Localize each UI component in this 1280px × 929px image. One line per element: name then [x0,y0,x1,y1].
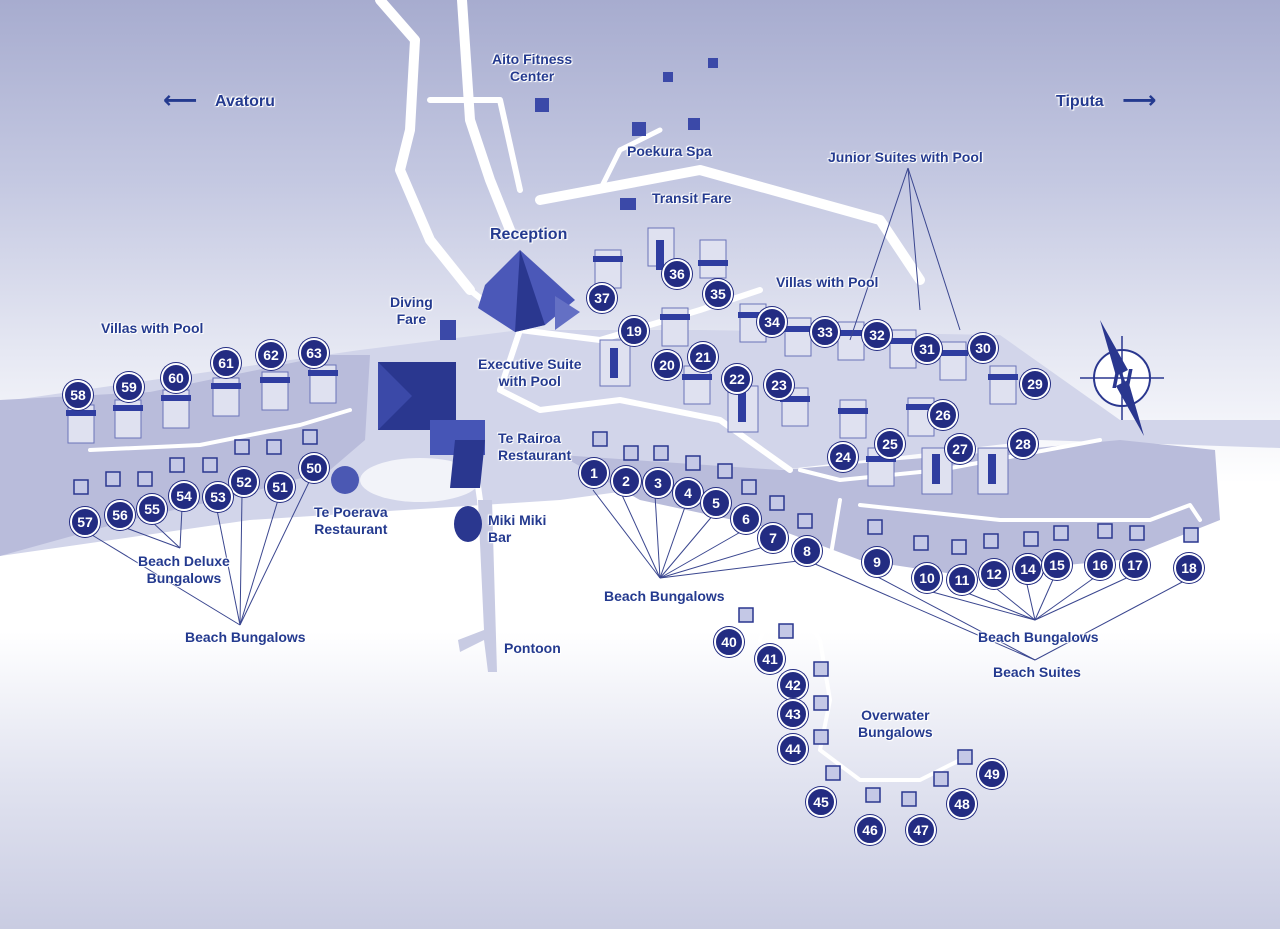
unit-marker-15: 15 [1042,550,1072,580]
compass-icon: N [1080,320,1164,436]
unit-marker-29: 29 [1020,369,1050,399]
label-te-poerava: Te Poerava Restaurant [314,504,388,537]
unit-marker-45: 45 [806,787,836,817]
bungalow-huts [73,429,1199,807]
label-villas-east: Villas with Pool [776,274,879,290]
unit-marker-21: 21 [688,342,718,372]
unit-marker-56: 56 [105,500,135,530]
label-villas-west: Villas with Pool [101,320,204,336]
label-junior-suites: Junior Suites with Pool [828,149,983,165]
pontoon [458,500,497,672]
unit-marker-30: 30 [968,333,998,363]
unit-marker-10: 10 [912,563,942,593]
unit-marker-28: 28 [1008,429,1038,459]
label-miki-miki: Miki Miki Bar [488,512,547,545]
unit-marker-51: 51 [265,472,295,502]
unit-marker-48: 48 [947,789,977,819]
label-diving-fare: Diving Fare [390,294,433,327]
unit-marker-41: 41 [755,644,785,674]
unit-marker-46: 46 [855,815,885,845]
facility-buildings [440,58,718,340]
unit-marker-14: 14 [1013,554,1043,584]
unit-marker-57: 57 [70,507,100,537]
unit-marker-52: 52 [229,467,259,497]
unit-marker-17: 17 [1120,550,1150,580]
label-beach-bungalows-center: Beach Bungalows [604,588,725,604]
leader-lines [91,167,1187,661]
beach-highlight [360,458,480,502]
unit-marker-31: 31 [912,334,942,364]
arrow-right-icon: ⟶ [1122,87,1157,114]
villa-roofs [66,240,1018,484]
unit-marker-26: 26 [928,400,958,430]
unit-marker-9: 9 [862,547,892,577]
label-reception: Reception [490,226,568,243]
unit-marker-50: 50 [299,453,329,483]
unit-marker-61: 61 [211,348,241,378]
unit-marker-59: 59 [114,372,144,402]
unit-marker-7: 7 [758,523,788,553]
label-beach-suites: Beach Suites [993,664,1081,680]
reception-building [478,250,580,332]
unit-marker-19: 19 [619,316,649,346]
unit-marker-47: 47 [906,815,936,845]
unit-marker-40: 40 [714,627,744,657]
unit-marker-3: 3 [643,468,673,498]
unit-marker-63: 63 [299,338,329,368]
unit-marker-8: 8 [792,536,822,566]
unit-marker-62: 62 [256,340,286,370]
label-beach-deluxe: Beach Deluxe Bungalows [138,553,230,586]
label-executive-suite: Executive Suite with Pool [478,356,582,389]
unit-marker-43: 43 [778,699,808,729]
label-beach-bungalows-east: Beach Bungalows [978,629,1099,645]
unit-marker-24: 24 [828,442,858,472]
unit-marker-22: 22 [722,364,752,394]
unit-marker-36: 36 [662,259,692,289]
arrow-left-icon: ⟵ [163,87,198,114]
label-poekura-spa: Poekura Spa [627,143,712,159]
unit-marker-2: 2 [611,466,641,496]
unit-marker-1: 1 [579,458,609,488]
unit-marker-11: 11 [947,565,977,595]
unit-marker-20: 20 [652,350,682,380]
label-overwater: Overwater Bungalows [858,707,933,740]
unit-marker-53: 53 [203,482,233,512]
label-aito-fitness: Aito Fitness Center [492,51,573,84]
direction-avatoru: Avatoru [215,93,275,110]
unit-marker-42: 42 [778,670,808,700]
unit-marker-12: 12 [979,559,1009,589]
label-te-rairoa: Te Rairoa Restaurant [498,430,572,463]
unit-marker-6: 6 [731,504,761,534]
unit-marker-60: 60 [161,363,191,393]
unit-marker-55: 55 [137,494,167,524]
unit-marker-58: 58 [63,380,93,410]
unit-marker-44: 44 [778,734,808,764]
compass-label: N [1112,363,1133,394]
unit-marker-49: 49 [977,759,1007,789]
unit-marker-18: 18 [1174,553,1204,583]
unit-marker-25: 25 [875,429,905,459]
direction-tiputa: Tiputa [1056,93,1104,110]
unit-marker-37: 37 [587,283,617,313]
unit-marker-33: 33 [810,317,840,347]
restaurant-buildings [331,362,485,542]
unit-marker-54: 54 [169,481,199,511]
unit-marker-32: 32 [862,320,892,350]
label-beach-bungalows-west: Beach Bungalows [185,629,306,645]
unit-marker-5: 5 [701,488,731,518]
unit-marker-35: 35 [703,279,733,309]
unit-marker-34: 34 [757,307,787,337]
unit-marker-23: 23 [764,370,794,400]
unit-marker-16: 16 [1085,550,1115,580]
label-pontoon: Pontoon [504,640,561,656]
label-transit-fare: Transit Fare [652,190,732,206]
unit-marker-4: 4 [673,478,703,508]
unit-marker-27: 27 [945,434,975,464]
